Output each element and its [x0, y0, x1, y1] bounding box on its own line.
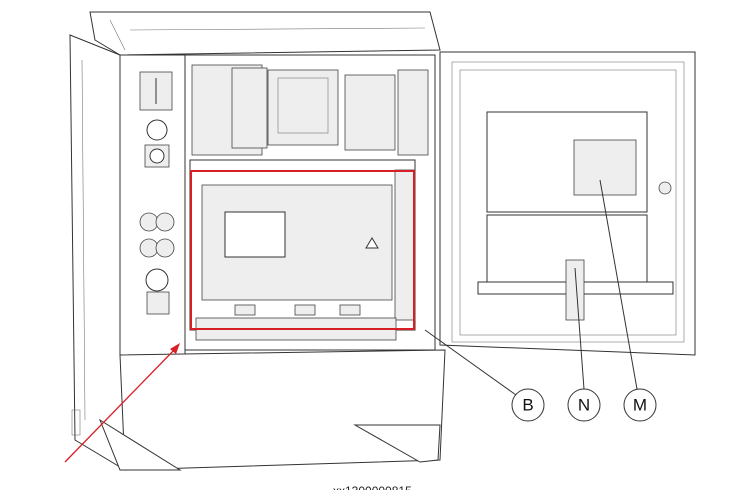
socket — [146, 291, 170, 315]
callout-m: M — [623, 388, 657, 422]
callout-m-label: M — [633, 396, 647, 415]
callout-b-label: B — [522, 396, 533, 415]
component-n — [565, 259, 585, 321]
front-control-panel — [119, 54, 186, 356]
callout-b: B — [511, 388, 545, 422]
callout-n-label: N — [578, 396, 590, 415]
connector — [155, 212, 175, 232]
figure-caption: xx1300000815 — [333, 484, 412, 490]
connector — [139, 238, 159, 258]
connector — [155, 238, 175, 258]
leader-line-b — [424, 329, 517, 396]
button-icon — [146, 119, 168, 141]
red-arrow — [64, 343, 180, 463]
leader-line-n — [574, 267, 585, 390]
cabinet-door — [439, 51, 696, 356]
component-m — [573, 139, 637, 196]
cabinet-top — [89, 11, 441, 56]
socket — [145, 268, 169, 292]
highlight-rectangle — [190, 170, 415, 330]
leader-line-m — [599, 179, 638, 390]
connector — [139, 212, 159, 232]
cabinet-interior — [184, 54, 436, 351]
cabinet-base — [98, 349, 446, 471]
callout-n: N — [567, 388, 601, 422]
cabinet-side-left — [69, 34, 126, 471]
